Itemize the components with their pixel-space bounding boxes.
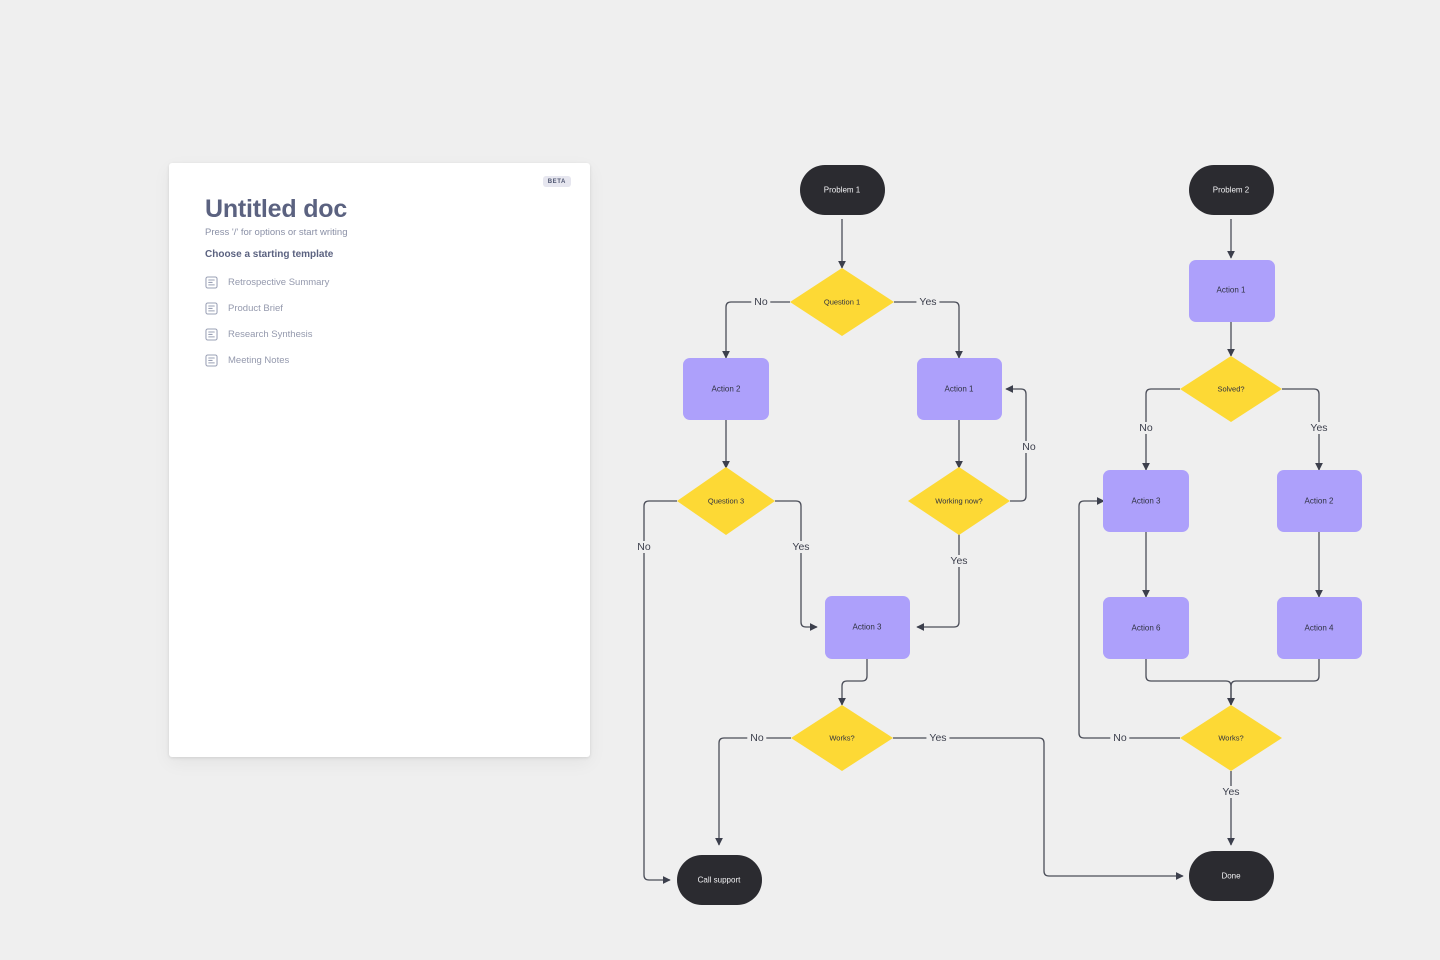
node-works-left xyxy=(791,705,893,771)
node-action-1-left xyxy=(917,358,1002,420)
node-action-3-left xyxy=(825,596,910,659)
node-call-support xyxy=(677,855,762,905)
action-nodes[interactable] xyxy=(683,260,1362,659)
edge-label-worksl-yes: Yes xyxy=(926,732,950,744)
edge-label-worksr-no: No xyxy=(1110,732,1130,744)
edge-wn-yes-a3 xyxy=(916,534,960,631)
edge-q1-a2 xyxy=(722,301,790,359)
template-item-label: Retrospective Summary xyxy=(228,276,330,288)
edge-works-no-callsupport xyxy=(715,737,791,846)
edge-label-q1-yes: Yes xyxy=(916,296,940,308)
document-icon xyxy=(205,301,218,315)
node-problem-1 xyxy=(800,165,885,215)
edge-label-solved-yes: Yes xyxy=(1307,422,1331,434)
node-solved xyxy=(1180,356,1282,422)
node-working-now xyxy=(908,467,1010,535)
node-action-4-right xyxy=(1277,597,1362,659)
edge-solved-no-a3r xyxy=(1142,388,1180,471)
node-question-1 xyxy=(790,268,894,336)
node-done xyxy=(1189,851,1274,901)
edge-solved-yes-a2r xyxy=(1282,388,1323,471)
document-panel[interactable]: BETA Untitled doc Press '/' for options … xyxy=(169,163,590,757)
edge-label-worksl-no: No xyxy=(747,732,767,744)
edge-q3-yes-a3 xyxy=(775,500,818,631)
node-action-1-right xyxy=(1189,260,1275,322)
template-item-label: Research Synthesis xyxy=(228,328,313,340)
document-icon xyxy=(205,327,218,341)
editor-placeholder[interactable]: Press '/' for options or start writing xyxy=(205,227,348,238)
edge-label-wn-no: No xyxy=(1019,441,1039,453)
node-action-6-right xyxy=(1103,597,1189,659)
edge-works-yes-done xyxy=(893,737,1184,880)
edge-works-r-no-a3r xyxy=(1078,497,1180,739)
template-item-label: Meeting Notes xyxy=(228,354,290,366)
template-list: Retrospective Summary Product Brief xyxy=(205,269,545,373)
edge-label-wn-yes: Yes xyxy=(947,555,971,567)
template-item-product-brief[interactable]: Product Brief xyxy=(205,295,545,321)
edge-label-solved-no: No xyxy=(1136,422,1156,434)
edge-label-q3-no: No xyxy=(634,541,654,553)
decision-nodes[interactable] xyxy=(677,268,1282,771)
edge-label-q3-yes: Yes xyxy=(789,541,813,553)
node-action-3-right xyxy=(1103,470,1189,532)
template-item-retrospective-summary[interactable]: Retrospective Summary xyxy=(205,269,545,295)
template-item-research-synthesis[interactable]: Research Synthesis xyxy=(205,321,545,347)
document-icon xyxy=(205,353,218,367)
terminal-nodes[interactable] xyxy=(677,165,1274,905)
node-problem-2 xyxy=(1189,165,1274,215)
document-icon xyxy=(205,275,218,289)
edge-q1-a1 xyxy=(894,301,963,359)
edge-a3-works xyxy=(838,659,868,706)
node-works-right xyxy=(1180,705,1282,771)
edge-label-worksr-yes: Yes xyxy=(1219,786,1243,798)
template-section-heading: Choose a starting template xyxy=(205,249,334,260)
node-question-3 xyxy=(677,467,775,535)
edge-a6r-works xyxy=(1145,659,1235,706)
edge-label-q1-no: No xyxy=(751,296,771,308)
node-action-2-left xyxy=(683,358,769,420)
edge-q3-no-callsupport xyxy=(643,500,677,884)
edge-group xyxy=(643,219,1323,884)
page-title[interactable]: Untitled doc xyxy=(205,195,348,223)
edge-a4r-works xyxy=(1227,659,1320,706)
node-action-2-right xyxy=(1277,470,1362,532)
template-item-label: Product Brief xyxy=(228,302,283,314)
beta-badge: BETA xyxy=(542,176,571,187)
template-item-meeting-notes[interactable]: Meeting Notes xyxy=(205,347,545,373)
